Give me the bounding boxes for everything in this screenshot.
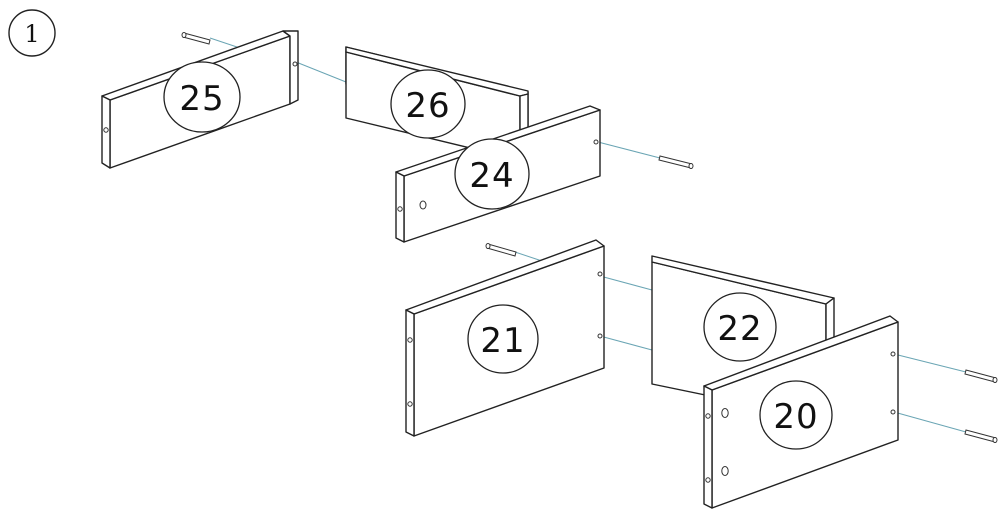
part-label-26: 26: [390, 69, 466, 139]
dowel-21: [485, 243, 517, 257]
dowel-25: [181, 32, 211, 45]
part-number-24: 24: [469, 156, 514, 196]
part-number-25: 25: [179, 79, 224, 119]
part-number-22: 22: [717, 309, 762, 349]
dowel-guides-lower: [514, 251, 967, 433]
part-number-20: 20: [773, 397, 818, 437]
step-number: 1: [24, 20, 39, 48]
part-label-20: 20: [759, 380, 833, 450]
step-circle: [8, 9, 56, 57]
dowel-20-top: [964, 369, 998, 383]
part-label-22: 22: [703, 292, 777, 362]
part-label-21: 21: [467, 304, 539, 374]
part-label-25: 25: [163, 61, 241, 133]
part-number-21: 21: [480, 321, 525, 361]
dowel-20-bottom: [964, 429, 998, 443]
dowel-guides-upper: [209, 37, 661, 159]
part-label-24: 24: [454, 138, 530, 210]
part-number-26: 26: [405, 86, 450, 126]
step-indicator: 1: [8, 9, 56, 57]
dowel-24: [658, 155, 694, 169]
